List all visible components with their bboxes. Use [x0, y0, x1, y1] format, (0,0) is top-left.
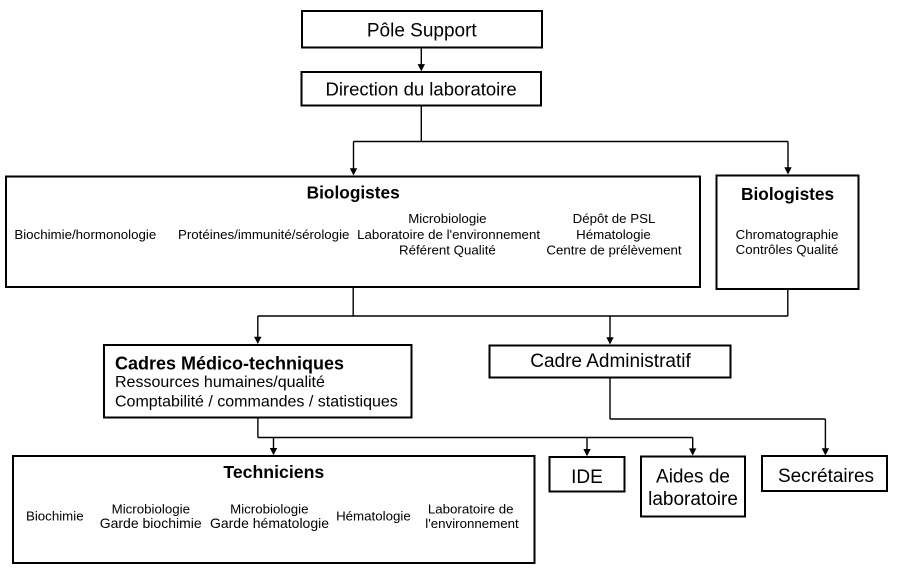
- svg-text:Dépôt de PSL: Dépôt de PSL: [573, 211, 656, 226]
- svg-text:Aides de: Aides de: [656, 466, 730, 487]
- svg-text:l'environnement: l'environnement: [425, 516, 519, 531]
- svg-text:Direction du laboratoire: Direction du laboratoire: [325, 78, 516, 99]
- svg-text:Secrétaires: Secrétaires: [778, 466, 874, 487]
- svg-text:Hématologie: Hématologie: [336, 509, 411, 524]
- svg-text:Cadre Administratif: Cadre Administratif: [530, 351, 691, 372]
- svg-text:Centre de prélèvement: Centre de prélèvement: [546, 243, 682, 258]
- svg-text:Comptabilité / commandes / sta: Comptabilité / commandes / statistiques: [115, 394, 398, 411]
- svg-text:Biologistes: Biologistes: [741, 184, 834, 204]
- svg-text:Cadres Médico-techniques: Cadres Médico-techniques: [115, 354, 344, 374]
- svg-text:Garde biochimie: Garde biochimie: [100, 515, 202, 531]
- svg-text:laboratoire: laboratoire: [648, 489, 738, 510]
- svg-text:Microbiologie: Microbiologie: [408, 211, 486, 226]
- svg-text:Microbiologie: Microbiologie: [230, 501, 308, 516]
- svg-text:Techniciens: Techniciens: [223, 462, 324, 482]
- svg-text:Contrôles Qualité: Contrôles Qualité: [736, 242, 839, 257]
- svg-text:IDE: IDE: [571, 467, 603, 488]
- svg-text:Microbiologie: Microbiologie: [112, 501, 190, 516]
- svg-text:Référent Qualité: Référent Qualité: [399, 243, 496, 258]
- svg-text:Hématologie: Hématologie: [576, 227, 651, 242]
- svg-text:Biochimie: Biochimie: [26, 509, 84, 524]
- svg-text:Biologistes: Biologistes: [307, 183, 400, 203]
- svg-text:Laboratoire de l'environnement: Laboratoire de l'environnement: [357, 227, 540, 242]
- svg-text:Chromatographie: Chromatographie: [736, 227, 839, 242]
- svg-text:Garde hématologie: Garde hématologie: [210, 515, 329, 531]
- svg-text:Pôle Support: Pôle Support: [367, 21, 478, 42]
- svg-text:Laboratoire de: Laboratoire de: [428, 501, 514, 516]
- svg-text:Protéines/immunité/sérologie: Protéines/immunité/sérologie: [178, 227, 349, 242]
- svg-text:Biochimie/hormonologie: Biochimie/hormonologie: [14, 227, 156, 242]
- svg-text:Ressources humaines/qualité: Ressources humaines/qualité: [115, 374, 325, 391]
